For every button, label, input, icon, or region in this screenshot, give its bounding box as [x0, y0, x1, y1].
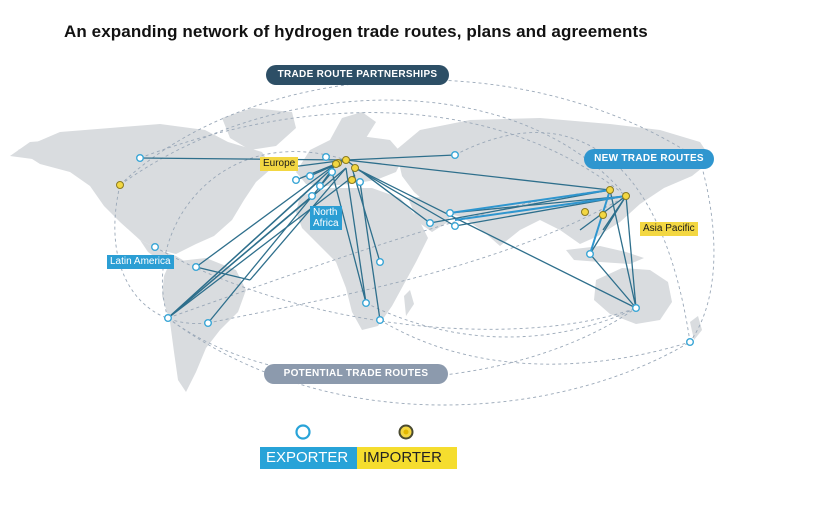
region-latin-america: Latin America	[107, 255, 174, 269]
page-title: An expanding network of hydrogen trade r…	[64, 22, 648, 41]
legend-importer-core	[403, 429, 409, 435]
region-north-africa-line2: Africa	[313, 218, 339, 229]
exporter-nodes	[135, 150, 695, 347]
new-trade-routes-label: NEW TRADE ROUTES	[584, 149, 714, 169]
importer-nodes	[116, 156, 630, 219]
legend-importer: IMPORTER	[357, 447, 457, 469]
new-routes	[449, 189, 627, 255]
madagascar	[404, 290, 414, 316]
alaska	[10, 140, 56, 160]
scandinavia	[330, 112, 376, 140]
region-asia-pacific: Asia Pacific	[640, 222, 698, 236]
indonesia	[566, 246, 644, 264]
potential-trade-routes-label: POTENTIAL TRADE ROUTES	[264, 364, 448, 384]
trade-route-partnerships-label: TRADE ROUTE PARTNERSHIPS	[266, 65, 449, 85]
region-north-africa-line1: North	[313, 207, 338, 218]
greenland	[222, 108, 296, 150]
north-america	[18, 124, 272, 254]
partnership-routes	[139, 154, 637, 324]
legend-exporter-marker	[295, 424, 311, 440]
south-america	[162, 258, 246, 392]
region-north-africa: North Africa	[310, 206, 342, 230]
new-zealand	[690, 316, 702, 340]
japan	[630, 170, 646, 196]
legend-exporter: EXPORTER	[260, 447, 360, 469]
region-europe: Europe	[260, 157, 299, 171]
